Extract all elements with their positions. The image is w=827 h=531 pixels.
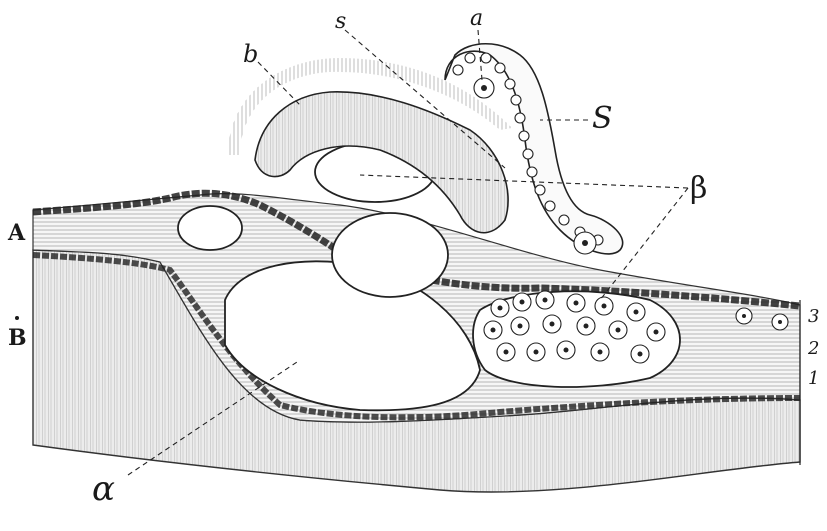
label-b: b xyxy=(243,40,258,68)
label-layer-2: 2 xyxy=(807,338,819,359)
label-beta: β xyxy=(690,171,707,206)
cavity-small-left xyxy=(178,206,242,250)
label-A: A xyxy=(7,220,26,246)
label-B: B xyxy=(8,325,27,351)
label-B-dot xyxy=(15,316,19,320)
label-alpha: α xyxy=(92,469,115,509)
cavity-middle xyxy=(332,213,448,297)
label-layer-1: 1 xyxy=(808,368,819,389)
label-layer-3: 3 xyxy=(808,306,819,327)
label-a: a xyxy=(470,6,483,31)
label-s: s xyxy=(335,9,346,34)
label-S: S xyxy=(592,101,613,136)
